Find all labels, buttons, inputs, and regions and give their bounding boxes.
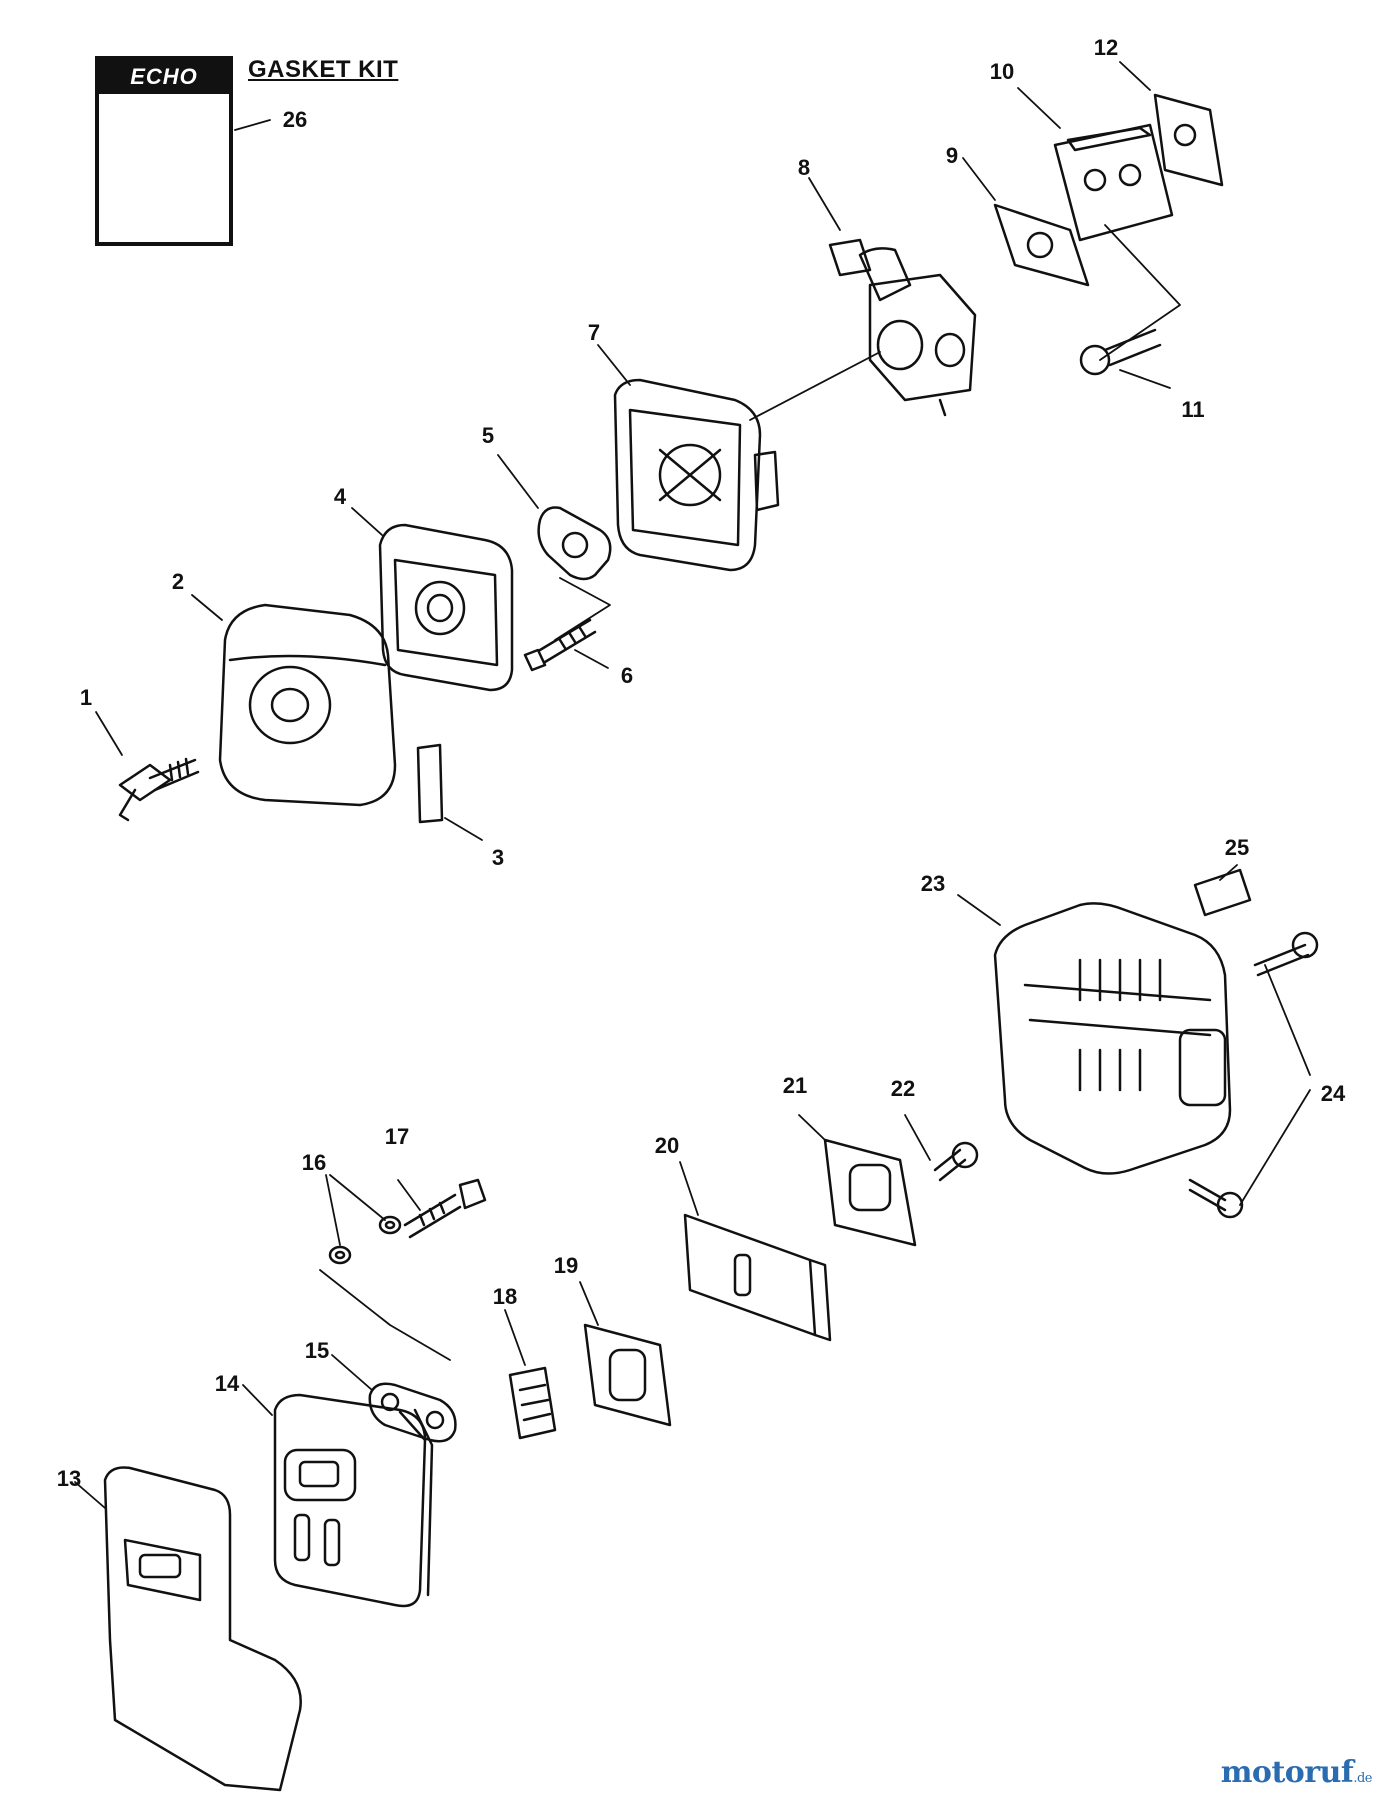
part-8-carburetor [828,238,977,417]
callout-1: 1 [79,685,93,710]
callout-13: 13 [56,1466,82,1491]
callout-10: 10 [989,59,1015,84]
callout-11: 11 [1181,397,1205,422]
callout-25: 25 [1224,835,1250,860]
part-16-washers [328,1215,402,1265]
part-5-choke-plate [537,506,612,581]
callout-16: 16 [301,1150,327,1175]
part-19-gasket [583,1323,672,1427]
part-6-bolt [523,618,597,672]
motoruf-watermark: motoruf.de [1220,1755,1373,1790]
leader-15-link [319,1269,451,1361]
part-21-gasket [823,1138,917,1247]
callout-24: 24 [1320,1081,1346,1106]
callout-4: 4 [333,484,347,509]
part-11-bolt [1079,328,1162,376]
part-18-screen [508,1366,557,1440]
callout-26: 26 [282,107,308,132]
watermark-tld: .de [1353,1771,1372,1786]
callout-14: 14 [214,1371,240,1396]
callout-2: 2 [171,569,185,594]
part-2-air-cleaner-cover [218,603,397,807]
callout-15: 15 [304,1338,330,1363]
callout-23: 23 [920,871,946,896]
watermark-brand: motoruf [1220,1755,1354,1790]
part-4-air-filter [378,523,514,692]
callout-6: 6 [620,663,634,688]
part-7-air-cleaner-base [613,378,780,572]
part-14-muffler [273,1393,434,1608]
callout-19: 19 [553,1253,579,1278]
part-10-insulator [1053,123,1174,242]
gasket-kit-logo-box: ECHO [95,56,233,246]
callout-9: 9 [945,143,959,168]
callout-8: 8 [797,155,811,180]
callout-17: 17 [384,1124,410,1149]
gasket-kit-title: GASKET KIT [248,56,399,83]
callout-18: 18 [492,1284,518,1309]
part-17-bolt [403,1178,487,1239]
callout-21: 21 [782,1073,808,1098]
leader-7-to-8 [749,351,881,421]
callout-12: 12 [1093,35,1119,60]
part-9-carburetor-gasket [993,203,1090,287]
part-12-gasket [1153,93,1224,187]
part-22-bolt [933,1141,979,1182]
part-3-label [416,743,444,824]
part-24-bolts [1188,931,1319,1219]
callout-3: 3 [491,845,505,870]
callout-7: 7 [587,320,601,345]
part-23-muffler-cover [993,902,1232,1175]
echo-logo: ECHO [99,60,229,94]
part-15-muffler-plate [368,1382,457,1443]
leader-6-link [554,577,611,641]
part-1-wing-bolt [118,757,200,822]
callout-5: 5 [481,423,495,448]
callout-22: 22 [890,1076,916,1101]
part-20-plate [683,1213,832,1342]
leader-lines [74,61,1311,1509]
leader-11-link [1099,224,1181,361]
callout-20: 20 [654,1133,680,1158]
part-13-heat-shield [103,1466,302,1792]
